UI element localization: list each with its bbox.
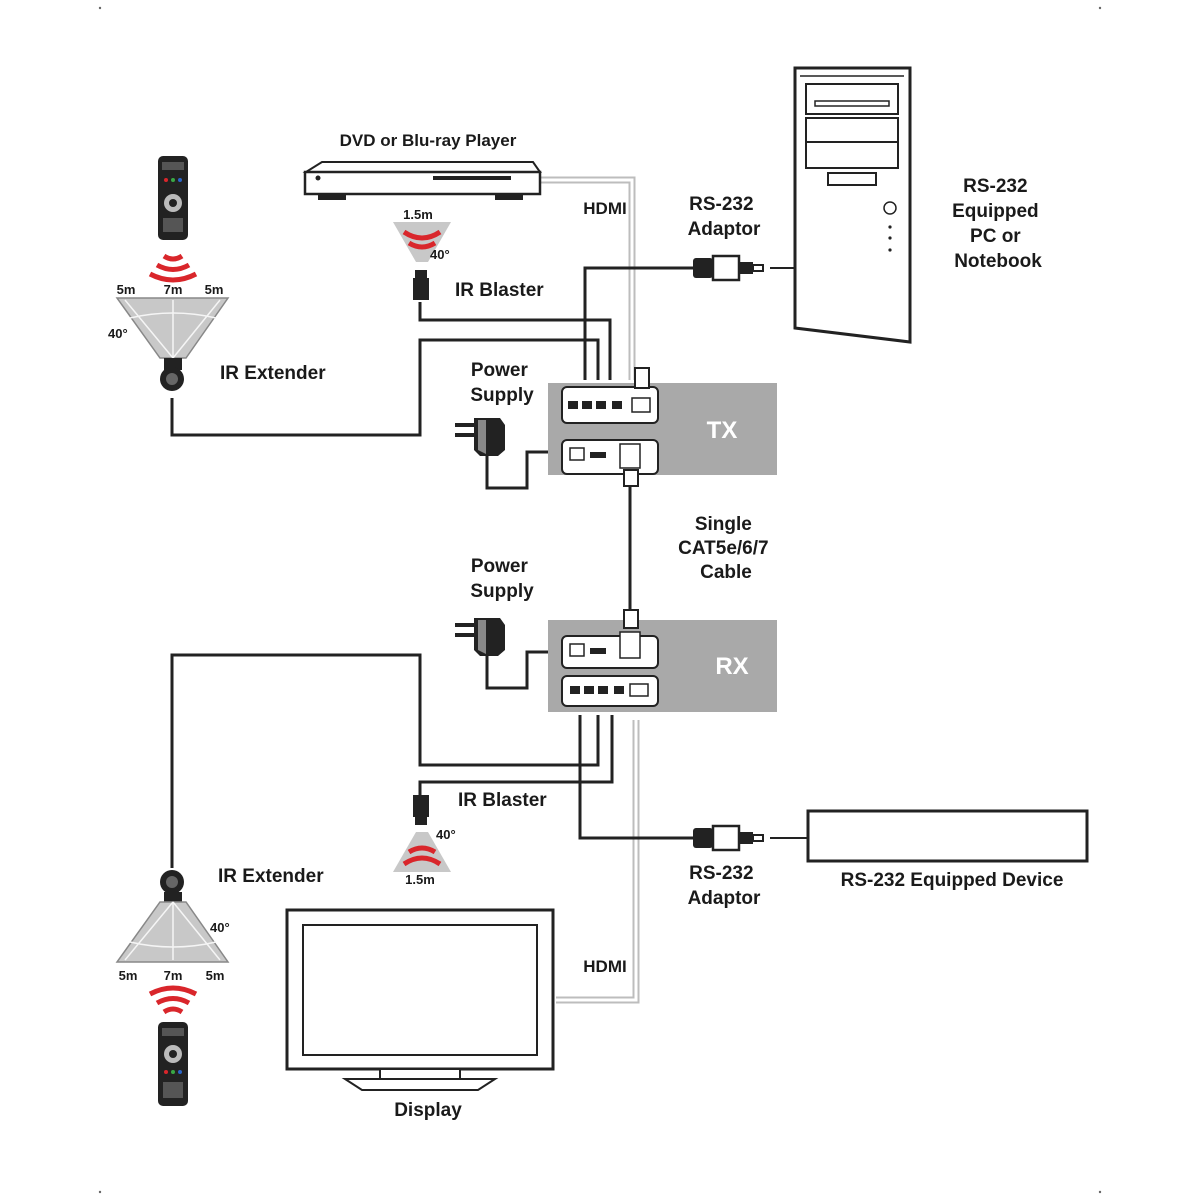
ir-extender-receiver-top xyxy=(115,297,230,391)
extender-top-center-range: 7m xyxy=(164,282,183,297)
rx-box xyxy=(548,609,777,712)
blaster-top-range: 1.5m xyxy=(403,207,433,222)
corner-marks xyxy=(98,6,1102,1194)
ir-blaster-cable-bottom xyxy=(418,715,614,795)
extender-bottom-right-range: 5m xyxy=(206,968,225,983)
hdmi-label-bottom: HDMI xyxy=(583,957,626,976)
extender-bottom-center-range: 7m xyxy=(164,968,183,983)
rs232-device-label: RS-232 Equipped Device xyxy=(841,870,1064,891)
remote-control-top xyxy=(158,156,188,240)
power-supply-label-top: Power Supply xyxy=(470,360,534,406)
pc-label: RS-232 Equipped PC or Notebook xyxy=(952,176,1044,272)
rs232-cable-bottom xyxy=(578,715,695,840)
rx-label: RX xyxy=(715,653,748,680)
power-adapter-bottom xyxy=(455,618,505,656)
power-supply-label-bottom: Power Supply xyxy=(470,556,534,602)
rs232-adaptor-bottom xyxy=(693,824,764,852)
display-monitor xyxy=(285,908,555,1091)
power-cable-bottom xyxy=(485,648,562,690)
rs232-adaptor-top xyxy=(693,254,764,282)
display-label: Display xyxy=(394,1100,462,1121)
power-cable-top xyxy=(485,450,562,490)
tx-label: TX xyxy=(707,417,738,444)
rs232-cable-top xyxy=(583,266,695,380)
ir-blaster-label-bottom: IR Blaster xyxy=(458,790,547,811)
power-adapter-top xyxy=(455,418,505,456)
extender-bottom-left-range: 5m xyxy=(119,968,138,983)
rs232-adaptor-label-top: RS-232 Adaptor xyxy=(688,194,761,240)
ir-signal-icon-remote-top xyxy=(148,253,198,283)
ir-signal-icon-remote-bottom xyxy=(148,985,198,1015)
ir-extender-label-top: IR Extender xyxy=(220,363,326,384)
remote-control-bottom xyxy=(158,1022,188,1106)
ir-extender-cable-top xyxy=(170,338,600,437)
extender-top-right-range: 5m xyxy=(205,282,224,297)
hdmi-cable-top xyxy=(540,176,636,380)
tx-box xyxy=(548,367,777,487)
ir-blaster-emitter-top xyxy=(393,222,451,300)
blaster-bottom-angle: 40° xyxy=(436,827,456,842)
extender-bottom-angle: 40° xyxy=(210,920,230,935)
pc-tower xyxy=(793,66,912,344)
dvd-player xyxy=(302,161,542,200)
hdmi-cable-bottom xyxy=(556,720,640,1004)
blaster-bottom-range: 1.5m xyxy=(405,872,435,887)
ir-blaster-emitter-bottom xyxy=(393,795,451,872)
cable-label: Single CAT5e/6/7 Cable xyxy=(678,514,774,583)
rs232-device xyxy=(806,809,1089,863)
extender-top-angle: 40° xyxy=(108,326,128,341)
dvd-player-label: DVD or Blu-ray Player xyxy=(340,131,517,150)
ir-extender-receiver-bottom xyxy=(115,870,230,963)
extender-top-left-range: 5m xyxy=(117,282,136,297)
hdmi-label-top: HDMI xyxy=(583,199,626,218)
blaster-top-angle: 40° xyxy=(430,247,450,262)
rs232-adaptor-label-bottom: RS-232 Adaptor xyxy=(688,863,761,909)
ir-blaster-cable-top xyxy=(418,302,612,380)
ir-extender-cable-bottom xyxy=(170,653,600,868)
ir-blaster-label-top: IR Blaster xyxy=(455,280,544,301)
ir-extender-label-bottom: IR Extender xyxy=(218,866,324,887)
